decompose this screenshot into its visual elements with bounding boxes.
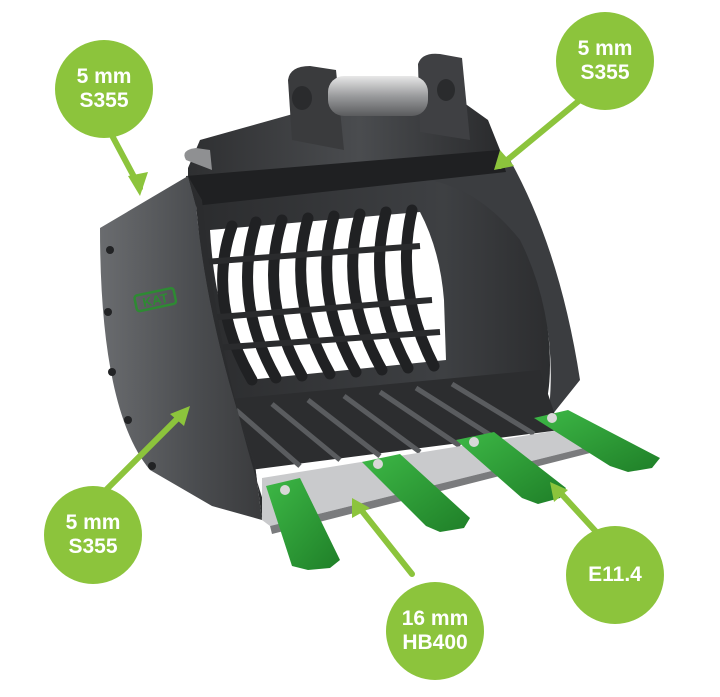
callout-arrows	[101, 87, 603, 577]
callout-bottom-right-line1: E11.4	[588, 563, 642, 586]
floor-plate	[220, 370, 560, 470]
tooth-1	[266, 478, 340, 570]
tooth-2	[362, 454, 470, 532]
side-plate-left	[100, 176, 262, 520]
callout-top-left-line1: 5 mm	[76, 65, 132, 88]
callout-top-right-line2: S355	[580, 61, 630, 84]
screen-bars	[217, 204, 440, 386]
floor-fingers	[234, 381, 536, 468]
callout-arrowheads	[128, 150, 568, 518]
callout-bottom-right: E11.4	[566, 526, 664, 624]
callout-top-left: 5 mm S355	[55, 40, 153, 138]
pin-tube-end	[184, 148, 212, 170]
callout-top-right: 5 mm S355	[556, 12, 654, 110]
pin-tube	[328, 76, 428, 116]
callout-bottom-left-line1: 5 mm	[65, 511, 121, 534]
cross-bars	[203, 243, 441, 351]
callout-bottom-left: 5 mm S355	[44, 486, 142, 584]
arrow-top-right	[497, 87, 595, 169]
callout-top-left-line2: S355	[79, 89, 129, 112]
arrow-bottom-right	[553, 485, 603, 539]
tooth-3	[456, 432, 566, 504]
logo-text: KAT	[141, 290, 169, 310]
top-edge-strip	[186, 150, 506, 206]
tooth-4	[534, 410, 660, 472]
logo-mark-icon: KAT	[133, 286, 178, 313]
side-bolts	[104, 246, 156, 470]
pin-boss-right	[437, 79, 455, 101]
arrow-bottom-left	[101, 409, 187, 495]
callout-bottom-left-line2: S355	[68, 535, 118, 558]
callout-bottom-center-line2: HB400	[402, 631, 468, 654]
side-plate-edge	[188, 176, 270, 522]
pin-boss-left	[292, 86, 312, 110]
callout-top-right-line1: 5 mm	[577, 37, 633, 60]
inner-side-right	[430, 160, 580, 420]
callout-bottom-center: 16 mm HB400	[386, 582, 484, 680]
arrow-bottom-center	[355, 503, 415, 577]
callout-bottom-center-line1: 16 mm	[401, 607, 469, 630]
